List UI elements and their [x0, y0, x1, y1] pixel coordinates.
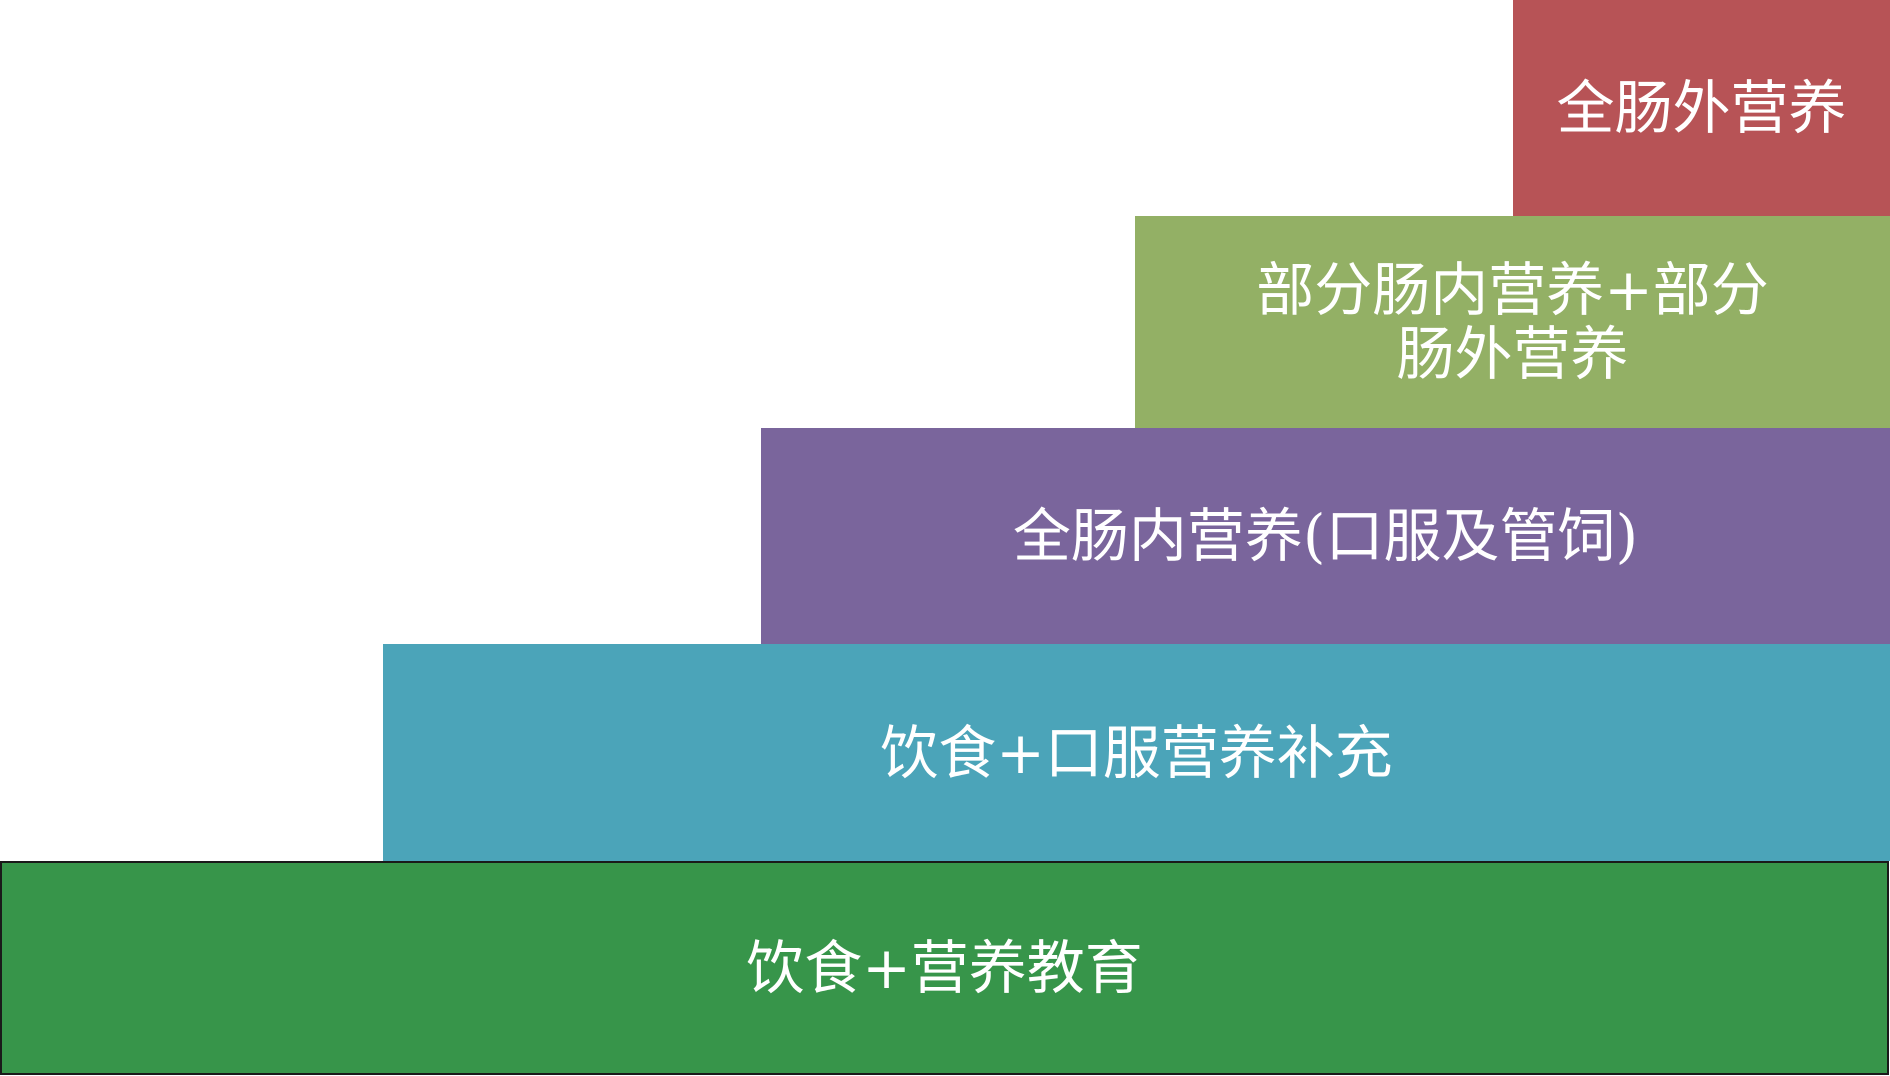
level-1-diet-nutrition-education: 饮食+营养教育 — [0, 861, 1889, 1075]
level-5-total-parenteral: 全肠外营养 — [1513, 0, 1890, 216]
level-2-diet-oral-supplement: 饮食+口服营养补充 — [383, 644, 1890, 861]
level-label: 全肠外营养 — [1556, 74, 1847, 142]
level-4-partial-enteral-parenteral: 部分肠内营养+部分肠外营养 — [1135, 216, 1890, 428]
level-label: 饮食+营养教育 — [746, 934, 1143, 1002]
level-label: 全肠内营养(口服及管饲) — [1012, 502, 1639, 570]
level-3-total-enteral: 全肠内营养(口服及管饲) — [761, 428, 1890, 644]
level-label: 部分肠内营养+部分肠外营养 — [1256, 256, 1769, 388]
level-label: 饮食+口服营养补充 — [880, 718, 1393, 787]
